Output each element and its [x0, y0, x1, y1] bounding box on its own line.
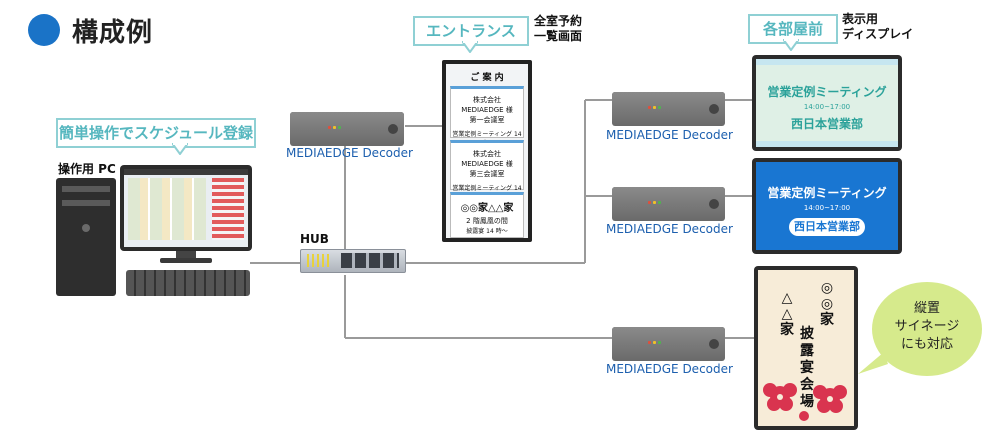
entrance-sign: ご 案 内 株式会社 MEDIAEDGE 様 第一会議室 営業定例ミーティング …: [442, 60, 532, 242]
display1-title: 営業定例ミーティング: [767, 85, 887, 99]
hub-icon: [300, 249, 406, 273]
entrance-desc-line2: 一覧画面: [534, 29, 583, 43]
card-company: ◎◎家△△家: [460, 203, 514, 214]
pc-monitor: [120, 165, 252, 251]
display2-title: 営業定例ミーティング: [767, 186, 887, 200]
entrance-card: ◎◎家△△家 2 階鳳凰の間 披露宴 14 時〜: [450, 192, 524, 238]
decoder-room-2: [612, 187, 725, 221]
decoder-label: MEDIAEDGE Decoder: [606, 128, 733, 142]
card-event: 披露宴 14 時〜: [466, 228, 508, 235]
vertical-event: 披露宴会場: [800, 326, 814, 410]
rooms-callout-tail-icon: [783, 39, 799, 51]
display1-time: 14:00~17:00: [803, 103, 851, 111]
card-room: 第一会議室: [469, 116, 505, 124]
card-company: 株式会社 MEDIAEDGE 様: [461, 96, 513, 114]
entrance-desc: 全室予約 一覧画面: [534, 14, 582, 44]
decoder-label: MEDIAEDGE Decoder: [606, 362, 733, 376]
keyboard-icon: [126, 270, 250, 296]
rooms-desc-line1: 表示用: [842, 12, 879, 26]
decoder-entrance: [290, 112, 404, 146]
bubble-line2: サイネージ: [894, 319, 960, 334]
pc-callout-tail-icon: [172, 143, 188, 155]
entrance-header: ご 案 内: [470, 73, 504, 83]
entrance-desc-line1: 全室予約: [534, 14, 583, 28]
card-room: 2 階鳳凰の間: [466, 217, 508, 225]
page-title: 構成例: [72, 18, 154, 48]
room-display-2: 営業定例ミーティング 14:00~17:00 西日本営業部: [752, 158, 902, 254]
pc-callout-text: 簡単操作でスケジュール登録: [59, 124, 253, 142]
plum-blossom-icon: [763, 383, 847, 421]
monitor-base-icon: [160, 258, 212, 263]
pc-tower-icon: [56, 178, 116, 296]
display2-dept: 西日本営業部: [789, 218, 865, 236]
entrance-callout-text: エントランス: [426, 22, 516, 40]
entrance-callout-tail-icon: [462, 41, 478, 53]
decoder-label: MEDIAEDGE Decoder: [606, 222, 733, 236]
rooms-desc: 表示用 ディスプレイ: [842, 12, 913, 42]
bubble-line3: にも対応: [900, 337, 953, 352]
schedule-screen: [124, 169, 248, 247]
vertical-signage: ◎◎家 △△家 披露宴会場: [754, 266, 858, 430]
decoder-label: MEDIAEDGE Decoder: [286, 146, 413, 160]
display2-time: 14:00~17:00: [803, 204, 851, 212]
decoder-room-1: [612, 92, 725, 126]
card-room: 第三会議室: [469, 170, 505, 178]
rooms-desc-line2: ディスプレイ: [842, 27, 914, 41]
pc-callout: 簡単操作でスケジュール登録: [56, 118, 256, 148]
entrance-card: 株式会社 MEDIAEDGE 様 第三会議室 営業定例ミーティング 14 時〜: [450, 140, 524, 201]
vertical-family-right: ◎◎家: [820, 280, 834, 328]
pc-label: 操作用 PC: [58, 162, 116, 176]
rooms-callout-text: 各部屋前: [762, 20, 823, 38]
title-bullet-icon: [28, 14, 60, 46]
vertical-support-bubble: 縦置 サイネージ にも対応: [872, 282, 982, 376]
vertical-family-left: △△家: [780, 290, 794, 338]
display1-dept: 西日本営業部: [790, 117, 863, 131]
card-company: 株式会社 MEDIAEDGE 様: [461, 150, 513, 168]
bubble-tail-icon: [858, 352, 888, 374]
room-display-1: 営業定例ミーティング 14:00~17:00 西日本営業部: [752, 55, 902, 151]
monitor-stand-icon: [176, 251, 196, 259]
hub-label: HUB: [300, 232, 329, 246]
decoder-vertical: [612, 327, 725, 361]
entrance-card: 株式会社 MEDIAEDGE 様 第一会議室 営業定例ミーティング 14 時〜: [450, 86, 524, 147]
bubble-line1: 縦置: [913, 301, 940, 316]
